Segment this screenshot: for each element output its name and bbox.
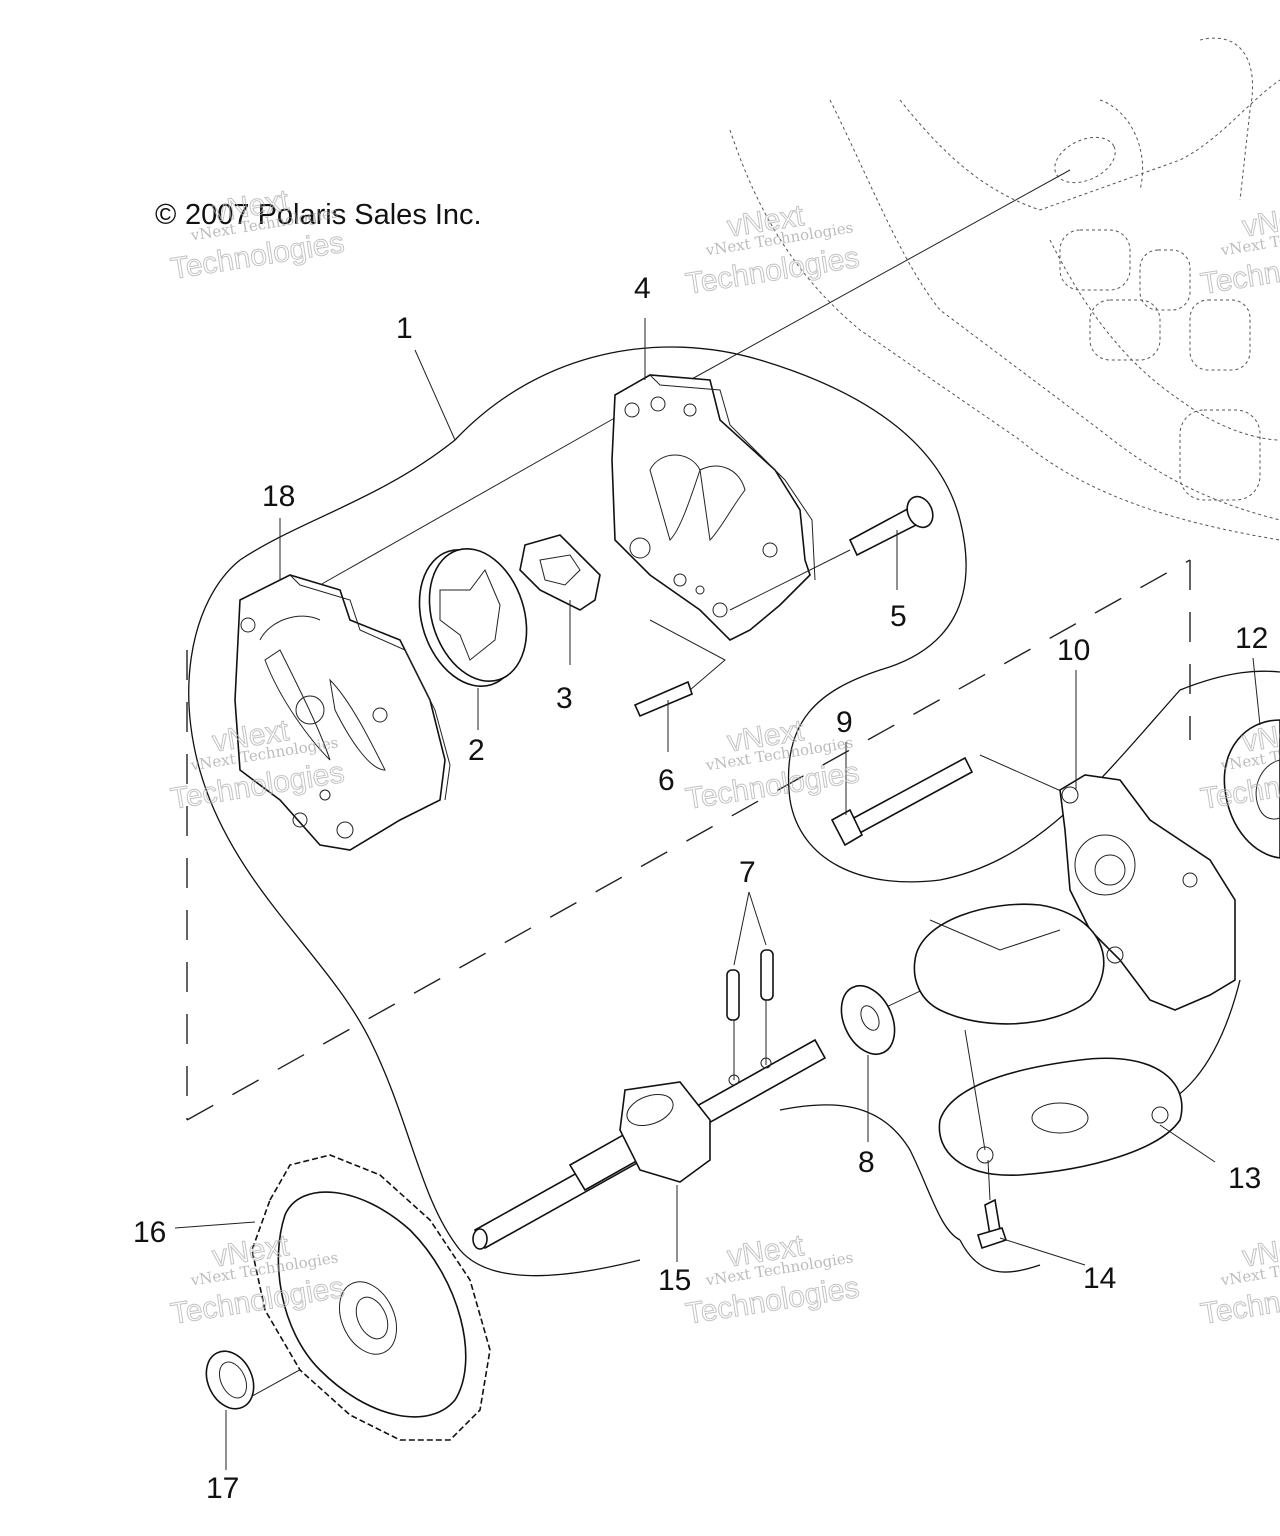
callout-12: 12	[1235, 622, 1268, 655]
callout-2: 2	[468, 734, 485, 767]
callout-3: 3	[556, 682, 573, 715]
long-bolt-part-9	[830, 756, 974, 847]
outer-rotor-part-2	[418, 547, 528, 688]
callout-4: 4	[634, 272, 651, 305]
callout-9: 9	[836, 706, 853, 739]
engine-block-ghost-outline	[729, 37, 1280, 541]
callout-10: 10	[1057, 634, 1090, 667]
watermark: vNext vNext Technologies Technologies	[1198, 1229, 1280, 1332]
watermark: vNext vNext Technologies Technologies	[1198, 199, 1280, 302]
watermark: vNext vNext Technologies Technologies	[683, 714, 862, 817]
watermark: vNext vNext Technologies Technologies	[683, 199, 862, 302]
callout-17: 17	[206, 1472, 239, 1505]
dowel-pin-part-6	[633, 619, 726, 718]
callout-18: 18	[262, 480, 295, 513]
callout-1: 1	[396, 312, 413, 345]
callout-labels: 1 2 3 4 5 6 7 8 9 10 12 13 14 15 16 17 1…	[133, 272, 1268, 1505]
pins-part-7	[726, 949, 774, 1080]
leader-lines	[174, 318, 1261, 1470]
copyright-symbol: ©	[155, 199, 176, 231]
watermark: vNext vNext Technologies Technologies	[168, 184, 347, 287]
screw-part-14	[976, 1159, 1008, 1250]
callout-16: 16	[133, 1216, 166, 1249]
pump-assembly-boundary	[188, 346, 1280, 1277]
callout-5: 5	[890, 600, 907, 633]
drive-gear-part-16	[251, 1154, 491, 1441]
copyright-notice: © 2007 Polaris Sales Inc.	[155, 199, 482, 231]
pump-plate-front-part-4	[611, 374, 816, 641]
callout-7: 7	[739, 856, 756, 889]
washer-part-17	[205, 1350, 255, 1410]
bolt-part-5	[729, 495, 934, 611]
oil-pickup-plate-part-13	[938, 1029, 1183, 1176]
watermarks: vNext vNext Technologies Technologies vN…	[168, 184, 1280, 1332]
watermark: vNext vNext Technologies Technologies	[1198, 714, 1280, 817]
alignment-dashed-lines	[186, 559, 1191, 1121]
callout-6: 6	[658, 764, 675, 797]
callout-13: 13	[1228, 1162, 1261, 1195]
pump-body-part-10	[1059, 774, 1236, 1011]
strainer-screen	[913, 903, 1105, 1025]
assembly-axis-lines	[244, 169, 1251, 1401]
callout-14: 14	[1083, 1262, 1116, 1295]
pump-shaft-part-15	[472, 1038, 827, 1250]
copyright-text: 2007 Polaris Sales Inc.	[185, 199, 482, 231]
pump-housing-rear-part-18	[234, 574, 451, 851]
callout-15: 15	[658, 1264, 691, 1297]
washer-part-8	[840, 985, 896, 1055]
callout-8: 8	[858, 1146, 875, 1179]
inner-rotor-part-3	[519, 534, 601, 611]
watermark: vNext vNext Technologies Technologies	[683, 1229, 862, 1332]
cover-part-12	[1223, 719, 1280, 859]
